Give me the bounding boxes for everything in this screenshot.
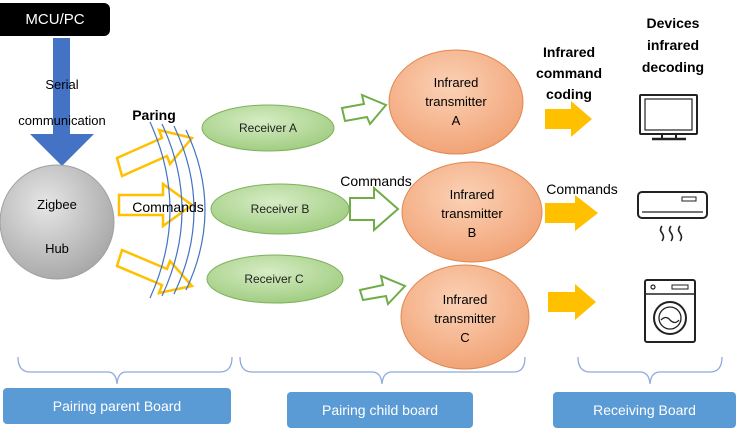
coding-label-line-1: Infrared [542, 44, 596, 60]
radio-wave-1 [149, 121, 171, 299]
output-arrow-c [548, 284, 596, 320]
hub-arrow-middle [117, 181, 195, 229]
receiving-board-brace [577, 356, 723, 385]
transmitter-b-line-1: Infrared [449, 187, 495, 202]
radio-wave-3 [173, 125, 195, 295]
transmitter-c-line-1: Infrared [442, 292, 488, 307]
transmitter-a-label: Infrared transmitter A [400, 73, 512, 130]
receiver-a-ellipse [201, 104, 335, 152]
transmitter-a-line-3: A [451, 113, 461, 128]
tv-icon [639, 94, 698, 141]
mcu-pc-label: MCU/PC [0, 3, 110, 36]
serial-label: Serial communication [14, 76, 110, 130]
devices-label-line-2: infrared [646, 37, 700, 53]
transmitter-b-line-3: B [467, 225, 477, 240]
receiver-a-arrow [340, 93, 388, 126]
transmitter-c-line-3: C [460, 330, 470, 345]
parent-board-brace [17, 356, 233, 385]
washing-machine-icon [644, 279, 696, 343]
pairing-parent-board: Pairing parent Board [3, 388, 231, 424]
receiver-arrows [340, 93, 407, 307]
pairing-child-board: Pairing child board [287, 392, 473, 428]
receiving-board: Receiving Board [553, 392, 736, 428]
devices-label-line-1: Devices [646, 15, 700, 31]
hub-arrow-upper [115, 128, 195, 178]
hub-label-line-2: Hub [45, 241, 69, 256]
receiver-b-label: Receiver B [250, 202, 310, 216]
hub-label-line-1: Zigbee [37, 197, 77, 212]
radio-wave-2 [161, 123, 183, 297]
air-conditioner-icon [637, 191, 708, 242]
receiver-a-label: Receiver A [238, 121, 298, 135]
transmitter-b-line-2: transmitter [441, 206, 503, 221]
transmitter-b-label: Infrared transmitter B [416, 185, 528, 242]
output-arrow-b [545, 195, 598, 231]
radio-wave-4 [185, 129, 206, 291]
transmitter-b-ellipse [401, 161, 543, 263]
output-arrow-a [545, 101, 592, 137]
child-board-brace [239, 356, 526, 385]
serial-link-arrow [30, 38, 94, 166]
device-commands-label: Commands [546, 181, 618, 197]
zigbee-hub-circle [0, 164, 115, 280]
transmitter-a-line-2: transmitter [425, 94, 487, 109]
hub-signal-arrows [115, 128, 195, 295]
output-arrows [545, 101, 598, 320]
transmitter-a-line-1: Infrared [433, 75, 479, 90]
hub-commands-label: Commands [132, 199, 204, 215]
transmitter-c-line-2: transmitter [434, 311, 496, 326]
serial-label-line-2: communication [18, 113, 106, 128]
serial-label-line-1: Serial [45, 77, 79, 92]
coding-label-line-3: coding [546, 86, 592, 102]
hub-label: Zigbee Hub [17, 194, 97, 260]
transmitter-c-ellipse [400, 264, 530, 370]
coding-label-line-2: command [535, 65, 603, 81]
receiver-c-label: Receiver C [244, 272, 304, 286]
receiver-c-arrow [358, 274, 407, 307]
devices-label-line-3: decoding [641, 59, 705, 75]
devices-decoding-label: Devices infrared decoding [634, 12, 712, 78]
receiver-c-ellipse [206, 254, 344, 304]
paring-label: Paring [132, 107, 176, 123]
transmitter-a-ellipse [388, 49, 524, 155]
receiver-commands-label: Commands [340, 173, 412, 189]
radio-waves [149, 121, 206, 299]
receiver-b-arrow [349, 185, 400, 233]
board-braces [17, 356, 723, 385]
infrared-coding-label: Infrared command coding [532, 42, 606, 105]
transmitter-c-label: Infrared transmitter C [409, 290, 521, 347]
